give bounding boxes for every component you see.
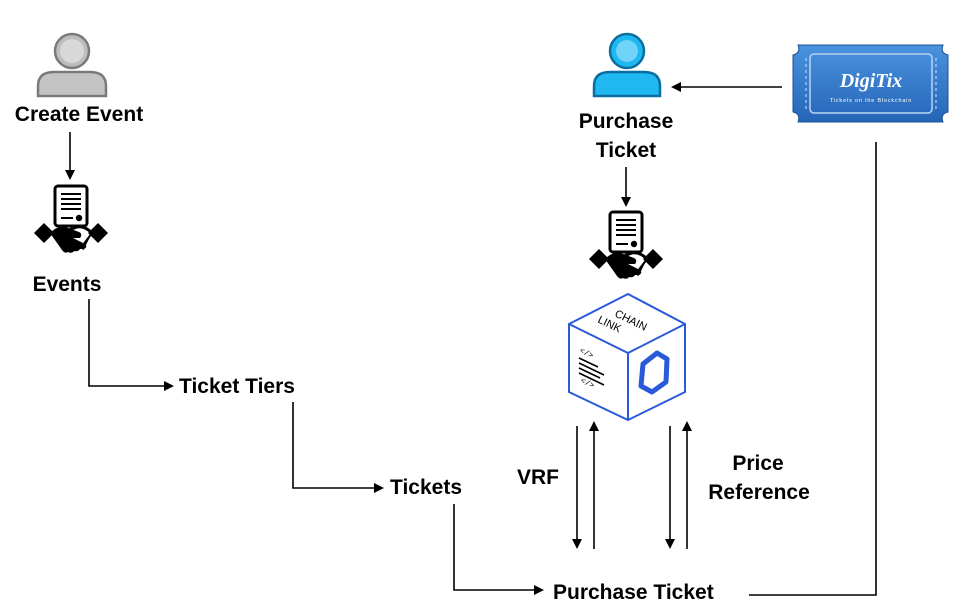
price-reference-label-line2: Reference <box>708 481 810 504</box>
edge-events-to-ticket-tiers <box>88 299 165 387</box>
create-event-label: Create Event <box>15 103 143 126</box>
purchase-ticket-top-label-line2: Ticket <box>596 139 656 162</box>
purchase-ticket-top-label-line1: Purchase <box>579 110 674 133</box>
contract-handshake-icon <box>587 210 665 281</box>
user-grey-icon <box>36 32 108 98</box>
edge-tickets-to-purchase <box>453 504 535 591</box>
digitix-ticket-icon: DigiTix Tickets on the Blockchain <box>792 44 949 123</box>
purchase-ticket-bottom-label: Purchase Ticket <box>553 581 714 604</box>
digitix-brand: DigiTix <box>839 70 903 92</box>
edge-tiers-to-tickets <box>292 402 375 489</box>
contract-handshake-icon <box>32 184 110 255</box>
tickets-label: Tickets <box>390 476 462 499</box>
edge-purchase-to-digitix <box>749 142 877 596</box>
events-label: Events <box>33 273 102 296</box>
chainlink-cube-icon: CHAIN LINK </> </> <box>568 292 686 422</box>
price-reference-label-line1: Price <box>732 452 783 475</box>
digitix-tagline: Tickets on the Blockchain <box>830 98 912 104</box>
user-blue-icon <box>592 32 662 98</box>
ticket-tiers-label: Ticket Tiers <box>179 375 295 398</box>
vrf-label: VRF <box>517 466 559 489</box>
